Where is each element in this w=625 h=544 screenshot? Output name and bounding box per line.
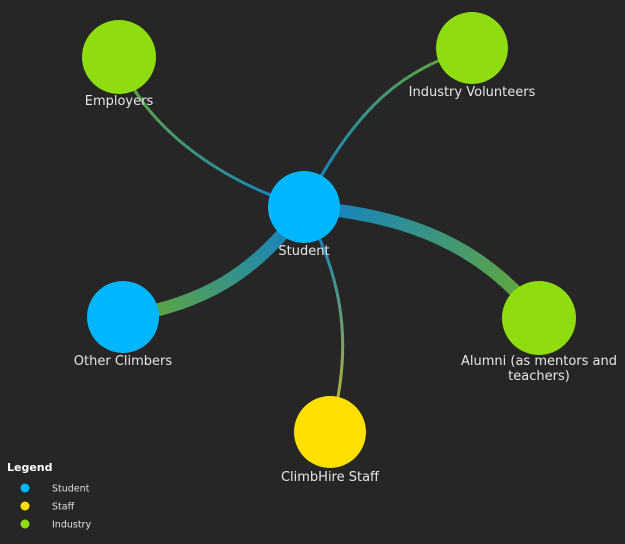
legend-swatch-staff (20, 501, 30, 511)
labels-layer: Student Employers Industry VolunteersOther… (74, 85, 617, 485)
node-label-industry-volunteers: Industry Volunteers (409, 85, 536, 100)
legend-label-student: Student (52, 484, 90, 495)
legend-swatch-student (20, 483, 30, 493)
node-label-employers: Employers (85, 94, 154, 109)
node-student[interactable] (268, 171, 340, 243)
node-label-alumni: Alumni (as mentors and (461, 354, 617, 369)
node-alumni[interactable] (502, 281, 576, 355)
legend-label-industry: Industry (52, 520, 91, 531)
node-label-student: Student (278, 244, 329, 259)
node-other-climbers[interactable] (87, 281, 159, 353)
nodes-layer (82, 12, 576, 468)
node-industry-volunteers[interactable] (436, 12, 508, 84)
edges-layer (117, 46, 545, 433)
legend-swatch-industry (20, 519, 30, 529)
node-label-alumni: teachers) (508, 369, 570, 384)
node-label-climbhire-staff: ClimbHire Staff (281, 470, 380, 485)
node-climbhire-staff[interactable] (294, 396, 366, 468)
legend-title: Legend (7, 461, 53, 474)
legend-label-staff: Staff (52, 502, 75, 513)
node-employers[interactable] (82, 20, 156, 94)
node-label-other-climbers: Other Climbers (74, 354, 173, 369)
